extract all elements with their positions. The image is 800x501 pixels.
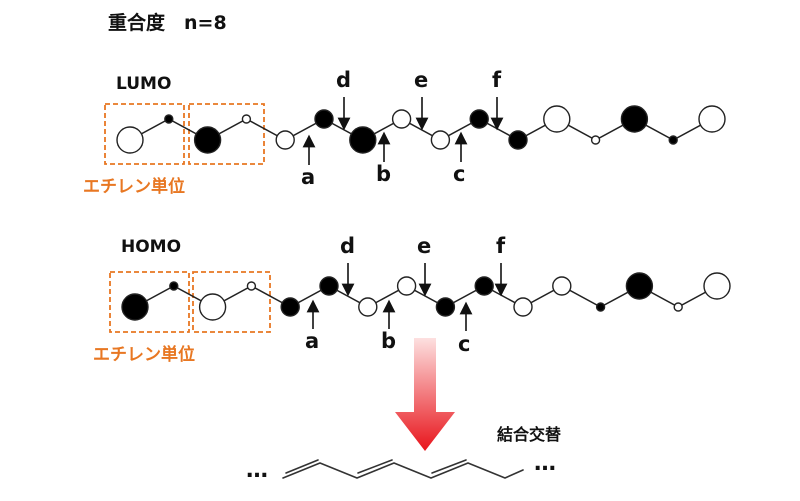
lumo-chain xyxy=(116,105,726,154)
bond-alternation-structure xyxy=(282,459,524,479)
lumo-atom-1 xyxy=(116,126,144,154)
ellipsis-right: … xyxy=(534,451,556,476)
homo-letter-d: d xyxy=(340,234,356,258)
lumo-atom-13 xyxy=(590,135,601,145)
lumo-atom-4 xyxy=(241,114,252,124)
lumo-atom-2 xyxy=(164,114,174,124)
homo-atom-5 xyxy=(280,297,300,317)
homo-unit-box-1 xyxy=(109,271,190,333)
homo-letter-a: a xyxy=(305,329,320,353)
lumo-letter-a: a xyxy=(301,165,316,189)
homo-label: HOMO xyxy=(121,237,182,257)
homo-atom-16 xyxy=(703,272,731,300)
lumo-atom-7 xyxy=(349,126,377,154)
lumo-atom-16 xyxy=(698,105,726,133)
lumo-letter-e: e xyxy=(414,68,429,92)
lumo-label: LUMO xyxy=(116,74,172,94)
page-title: 重合度 n=8 xyxy=(108,12,227,34)
lumo-unit-box-2 xyxy=(188,103,265,165)
lumo-atom-8 xyxy=(391,109,412,129)
homo-letter-c: c xyxy=(458,332,471,356)
homo-atom-7 xyxy=(358,297,378,317)
lumo-letter-c: c xyxy=(453,162,466,186)
homo-chain xyxy=(121,272,731,321)
homo-atom-15 xyxy=(673,302,683,312)
homo-atom-9 xyxy=(435,297,456,317)
bond-alternation-label: 結合交替 xyxy=(497,425,562,444)
homo-atom-6 xyxy=(319,276,339,296)
homo-atom-8 xyxy=(396,276,417,296)
ellipsis-left: … xyxy=(246,458,268,483)
homo-atom-14 xyxy=(625,272,654,300)
lumo-atom-12 xyxy=(543,105,571,133)
homo-atom-13 xyxy=(595,302,606,312)
homo-letter-b: b xyxy=(381,329,397,353)
homo-unit-label: エチレン単位 xyxy=(93,345,195,365)
homo-letter-f: f xyxy=(496,234,506,258)
lumo-atom-14 xyxy=(620,105,649,133)
lumo-atom-9 xyxy=(430,130,451,150)
lumo-atom-10 xyxy=(469,109,489,129)
lumo-atom-15 xyxy=(668,135,678,145)
lumo-arrows xyxy=(302,97,504,165)
lumo-letter-b: b xyxy=(376,162,392,186)
homo-atom-11 xyxy=(513,297,533,317)
lumo-letter-d: d xyxy=(336,68,352,92)
lumo-letter-f: f xyxy=(492,68,502,92)
homo-atom-10 xyxy=(474,276,494,296)
transition-down-arrow xyxy=(395,338,455,451)
homo-atom-12 xyxy=(552,276,572,296)
homo-letter-e: e xyxy=(417,234,432,258)
lumo-unit-label: エチレン単位 xyxy=(83,177,185,197)
homo-atom-2 xyxy=(169,281,179,291)
lumo-unit-box-1 xyxy=(104,103,185,165)
homo-backbone xyxy=(134,285,718,308)
homo-atom-1 xyxy=(121,293,149,321)
homo-atom-3 xyxy=(198,293,227,321)
lumo-atom-6 xyxy=(314,109,334,129)
lumo-atom-11 xyxy=(508,130,528,150)
lumo-atom-5 xyxy=(275,130,295,150)
homo-atom-4 xyxy=(246,281,257,291)
homo-arrows xyxy=(306,263,508,331)
lumo-atom-3 xyxy=(193,126,222,154)
homo-unit-box-2 xyxy=(192,271,271,333)
